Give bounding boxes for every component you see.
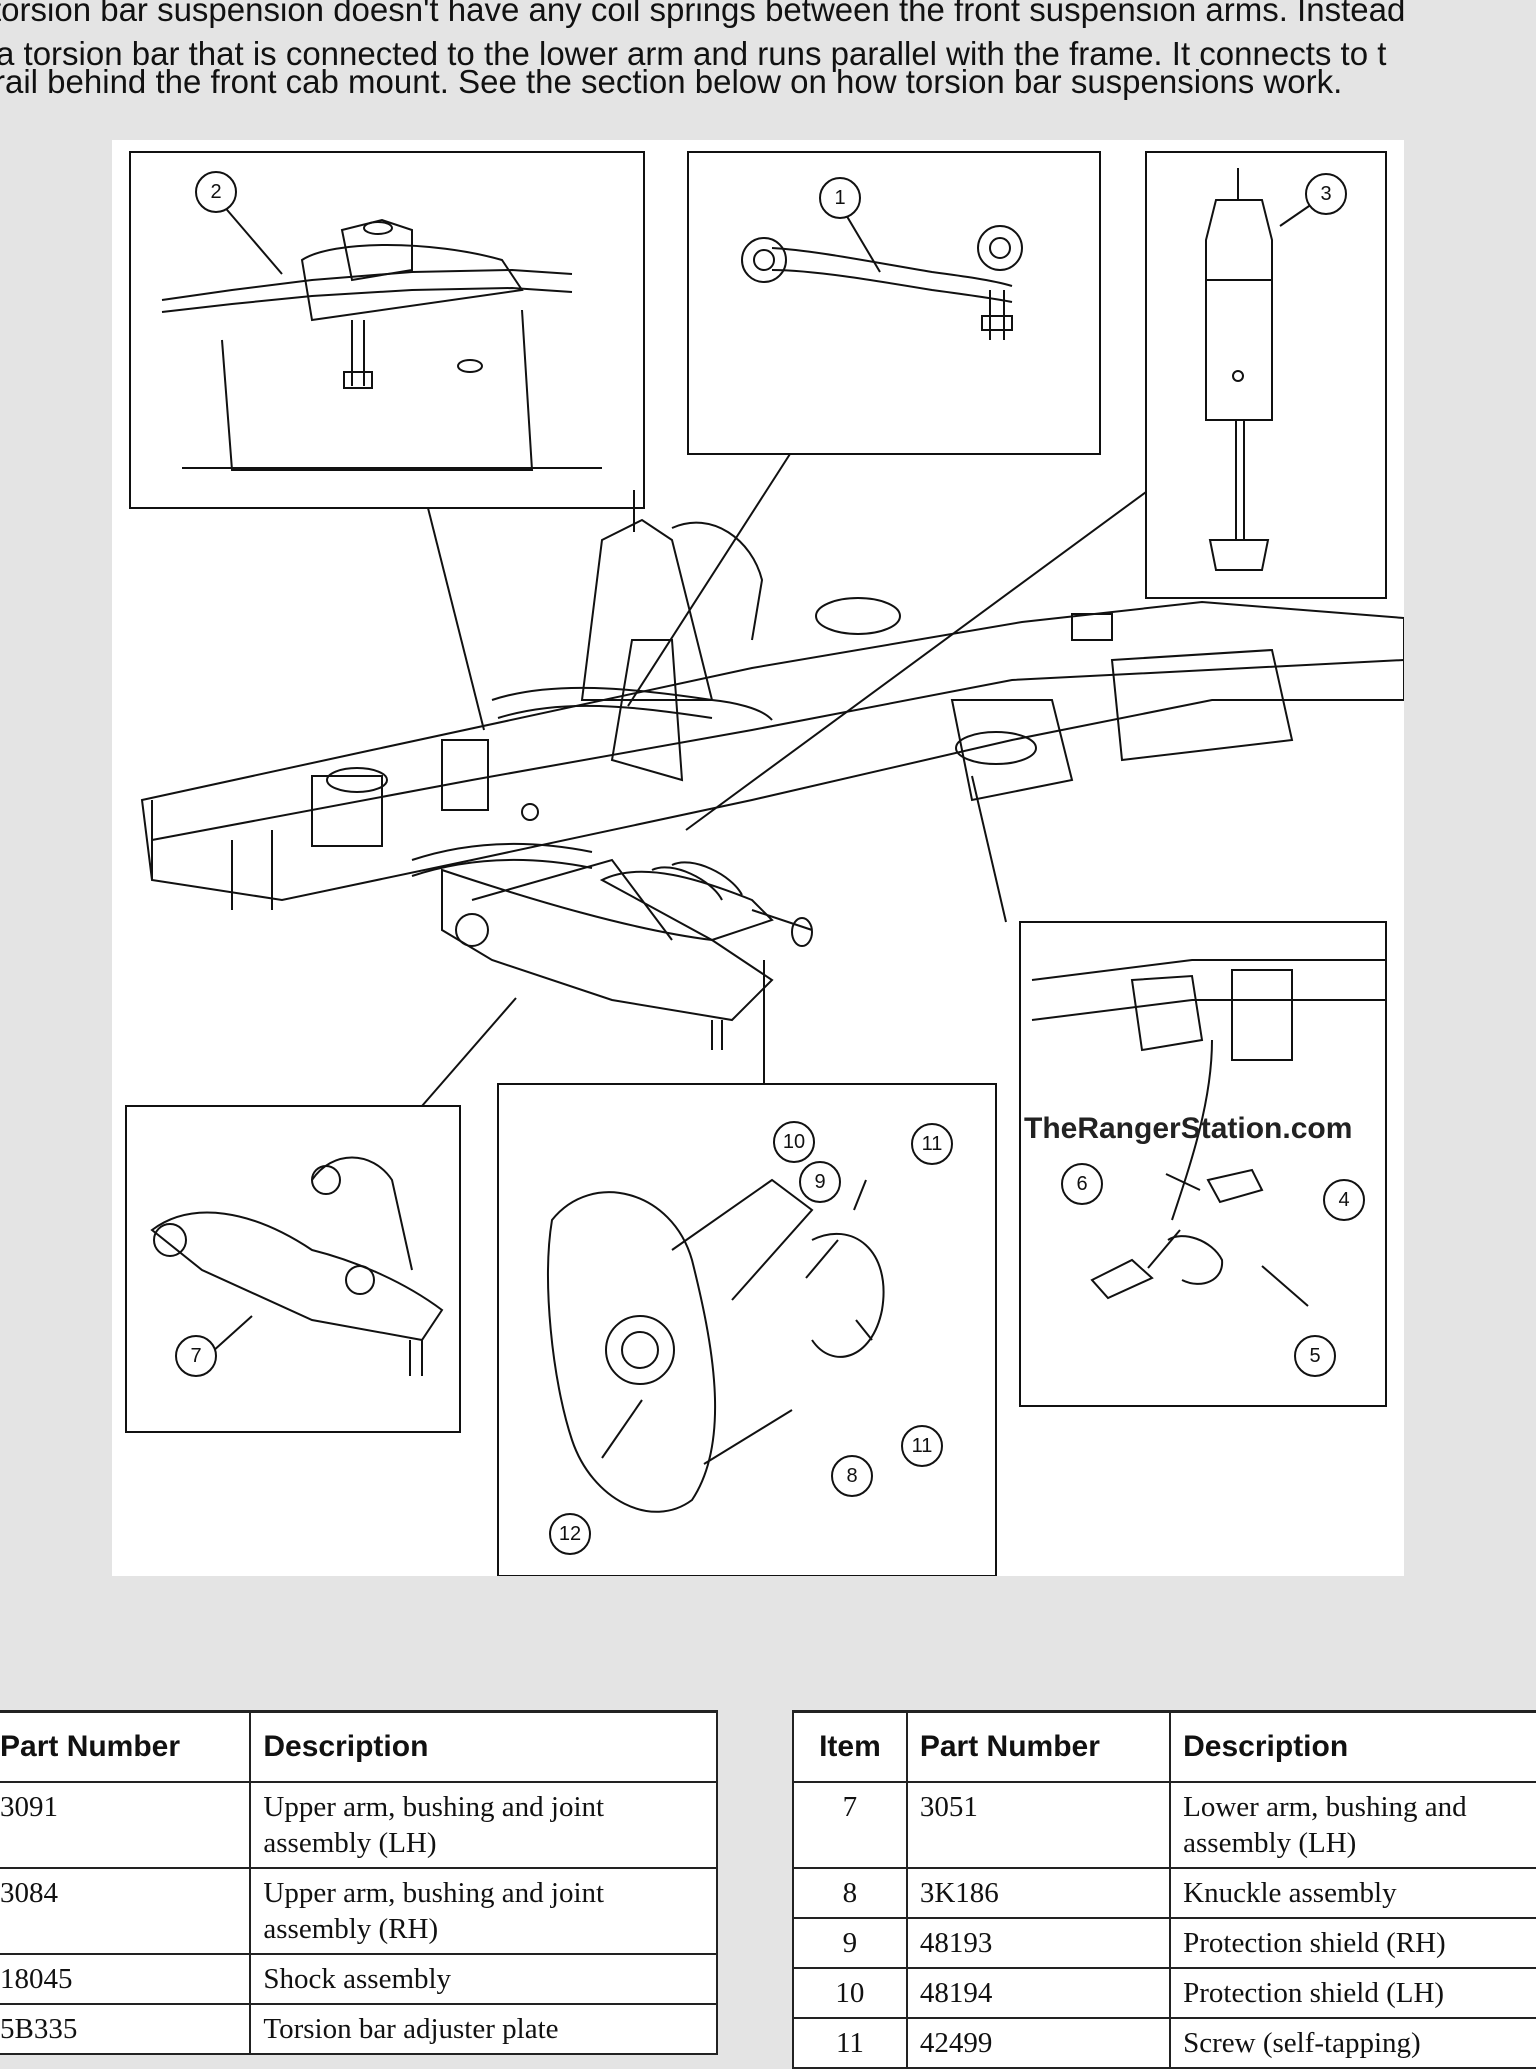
part-number-cell: 5B335	[0, 2003, 252, 2055]
item-cell: 8	[792, 1867, 908, 1919]
description-cell: Upper arm, bushing and joint assembly (L…	[249, 1781, 718, 1869]
part-number-cell: 3084	[0, 1867, 252, 1955]
callout-1: 1	[834, 187, 845, 209]
column-header-part-number: Part Number	[905, 1710, 1172, 1783]
item-cell: 7	[792, 1781, 908, 1869]
parts-table-right: Item Part Number Description 7 3051 Lowe…	[792, 1710, 1536, 2069]
part-number-cell: 48194	[905, 1967, 1172, 2019]
diagram-drawing: 1 2 3 4 5 6 7 8 9 10 11 11 12	[125, 151, 1404, 1576]
inset-box-torsion	[1019, 921, 1387, 1407]
column-header-description: Description	[249, 1710, 718, 1783]
table-row: 8 3K186 Knuckle assembly	[792, 1867, 1536, 1919]
callout-8: 8	[846, 1465, 857, 1487]
description-cell: Upper arm, bushing and joint assembly (R…	[249, 1867, 718, 1955]
column-header-part-number: Part Number	[0, 1710, 252, 1783]
callout-11-top: 11	[922, 1133, 943, 1155]
inset-box-knuckle	[497, 1083, 997, 1576]
inset-box-2	[129, 151, 645, 509]
table-row: 11 42499 Screw (self-tapping)	[792, 2017, 1536, 2069]
callout-3: 3	[1320, 183, 1331, 205]
table-header-row: Part Number Description	[0, 1710, 718, 1783]
callout-9: 9	[814, 1171, 825, 1193]
description-cell: Knuckle assembly	[1169, 1867, 1536, 1919]
parts-table-left: Part Number Description 3091 Upper arm, …	[0, 1710, 718, 2055]
column-header-description: Description	[1169, 1710, 1536, 1783]
table-header-row: Item Part Number Description	[792, 1710, 1536, 1783]
item-cell: 10	[792, 1967, 908, 2019]
table-row: 5B335 Torsion bar adjuster plate	[0, 2003, 718, 2055]
table-row: 9 48193 Protection shield (RH)	[792, 1917, 1536, 1969]
table-row: 10 48194 Protection shield (LH)	[792, 1967, 1536, 2019]
description-cell: Lower arm, bushing and assembly (LH)	[1169, 1781, 1536, 1869]
inset-box-1	[687, 151, 1101, 455]
inset-box-3	[1145, 151, 1387, 599]
item-cell: 11	[792, 2017, 908, 2069]
part-number-cell: 3K186	[905, 1867, 1172, 1919]
table-row: 3084 Upper arm, bushing and joint assemb…	[0, 1867, 718, 1955]
intro-line-2: a torsion bar that is connected to the l…	[0, 35, 1387, 72]
item-cell: 9	[792, 1917, 908, 1969]
part-number-cell: 3051	[905, 1781, 1172, 1869]
intro-line-3: rail behind the front cab mount. See the…	[0, 63, 1343, 100]
description-cell: Protection shield (RH)	[1169, 1917, 1536, 1969]
suspension-diagram: 1 2 3 4 5 6 7 8 9 10 11 11 12 TheRangerS…	[112, 140, 1404, 1576]
callout-7: 7	[190, 1345, 201, 1367]
description-cell: Screw (self-tapping)	[1169, 2017, 1536, 2069]
intro-line-1: torsion bar suspension doesn't have any …	[0, 0, 1406, 28]
callout-10: 10	[783, 1131, 805, 1153]
inset-box-7	[125, 1105, 461, 1433]
watermark: TheRangerStation.com	[1024, 1112, 1353, 1145]
callout-11-bottom: 11	[912, 1435, 933, 1457]
callout-6: 6	[1076, 1173, 1087, 1195]
description-cell: Torsion bar adjuster plate	[249, 2003, 718, 2055]
table-row: 18045 Shock assembly	[0, 1953, 718, 2005]
part-number-cell: 3091	[0, 1781, 252, 1869]
column-header-item: Item	[792, 1710, 908, 1783]
callout-5: 5	[1309, 1345, 1320, 1367]
description-cell: Protection shield (LH)	[1169, 1967, 1536, 2019]
intro-text: torsion bar suspension doesn't have any …	[0, 0, 1536, 140]
part-number-cell: 18045	[0, 1953, 252, 2005]
callout-2: 2	[210, 181, 221, 203]
callout-12: 12	[559, 1523, 581, 1545]
table-row: 7 3051 Lower arm, bushing and assembly (…	[792, 1781, 1536, 1869]
part-number-cell: 42499	[905, 2017, 1172, 2069]
table-row: 3091 Upper arm, bushing and joint assemb…	[0, 1781, 718, 1869]
part-number-cell: 48193	[905, 1917, 1172, 1969]
description-cell: Shock assembly	[249, 1953, 718, 2005]
callout-4: 4	[1338, 1189, 1349, 1211]
